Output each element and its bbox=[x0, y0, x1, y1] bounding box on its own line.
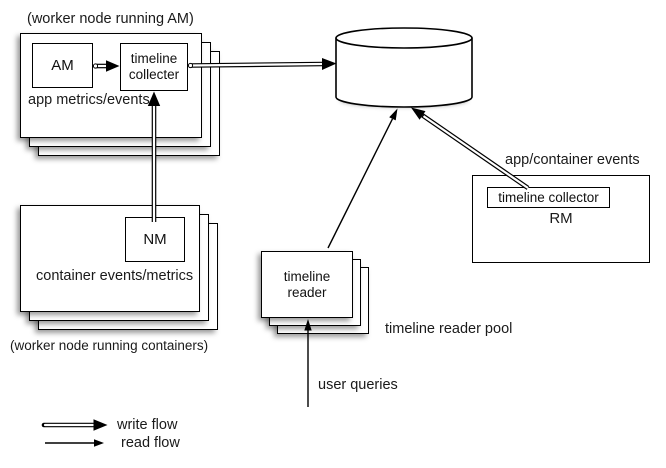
timeline-reader-label: timeline reader bbox=[283, 268, 331, 300]
timeline-reader-stack: timeline reader bbox=[261, 251, 369, 334]
legend-write-flow-arrow bbox=[41, 419, 108, 431]
nm-label: NM bbox=[143, 231, 167, 248]
nm-box: NM bbox=[125, 217, 185, 262]
timeline-collector-rm-box: timeline collector bbox=[487, 187, 610, 208]
app-metrics-events-label: app metrics/events bbox=[28, 92, 150, 108]
worker-containers-stack bbox=[20, 205, 218, 330]
legend-read-flow-arrow bbox=[45, 439, 104, 447]
timeline-collector-worker-box: timeline collecter bbox=[120, 43, 188, 91]
worker-am-note: (worker node running AM) bbox=[27, 11, 194, 27]
legend-read-flow-label: read flow bbox=[121, 435, 180, 451]
am-label: AM bbox=[51, 57, 74, 74]
rm-label: RM bbox=[549, 210, 573, 227]
timeline-reader-pool-label: timeline reader pool bbox=[385, 321, 513, 337]
timeline-collector-rm-label: timeline collector bbox=[498, 190, 599, 205]
worker-containers-note: (worker node running containers) bbox=[10, 338, 209, 353]
storage-label: Storage bbox=[377, 62, 431, 79]
legend-write-flow-label: write flow bbox=[117, 417, 178, 433]
timeline-reader-stack-main: timeline reader bbox=[261, 251, 353, 318]
am-box: AM bbox=[32, 43, 93, 88]
container-events-metrics-label: container events/metrics bbox=[36, 268, 194, 284]
user-queries-label: user queries bbox=[318, 377, 398, 393]
timeline-collector-worker-label: timeline collecter bbox=[128, 51, 180, 82]
app-container-events-label: app/container events bbox=[505, 152, 640, 168]
read-arrow-reader-to-storage bbox=[327, 108, 398, 249]
